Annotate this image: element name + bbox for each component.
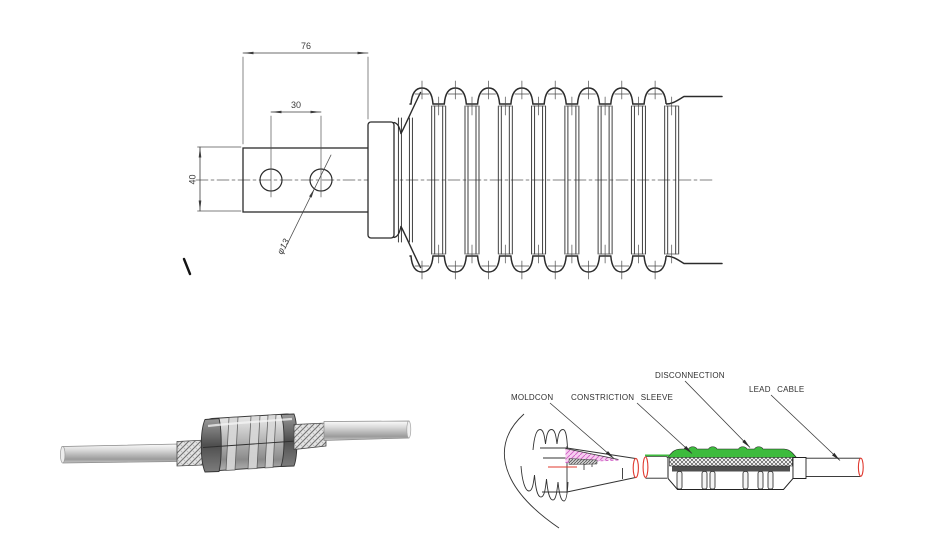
dim-lug-height: 40 bbox=[188, 146, 242, 212]
sleeve-dark-band bbox=[672, 466, 790, 472]
dim-hole-diameter: φ13 bbox=[275, 154, 332, 256]
sleeve-crosshatch-band bbox=[669, 456, 793, 467]
cone-profile bbox=[400, 91, 422, 269]
barrel-right-collar bbox=[280, 413, 298, 467]
barrel-highlight bbox=[207, 417, 293, 428]
right-braid-3d bbox=[293, 422, 327, 450]
lead-cable-red-tip bbox=[857, 457, 864, 477]
leader-lines bbox=[549, 380, 841, 461]
label-moldcon: MOLDCON bbox=[511, 393, 553, 402]
cable-joint-labeled-diagram: MOLDCON CONSTRICTION SLEEVE DISCONNECTIO… bbox=[503, 371, 864, 529]
cable-stub-lines bbox=[645, 455, 667, 479]
stub-red-ring bbox=[642, 456, 649, 478]
barrel-seam bbox=[202, 440, 297, 448]
left-cable-3d bbox=[61, 443, 180, 464]
head-outer-arc bbox=[503, 413, 560, 529]
disconnection-leader bbox=[684, 380, 751, 448]
cable-joint-3d-render bbox=[60, 413, 412, 473]
termination-drawing: 76 30 40 φ13 bbox=[182, 41, 723, 280]
dim-overall-length-text: 76 bbox=[301, 41, 311, 51]
label-disconnection: DISCONNECTION bbox=[655, 371, 725, 380]
lead-cable-leader bbox=[770, 394, 841, 461]
bellows bbox=[397, 80, 723, 280]
stress-hatch-strip bbox=[568, 458, 598, 465]
head-top-sheds bbox=[532, 429, 568, 451]
termination-head bbox=[503, 413, 636, 529]
barrel-band-2 bbox=[247, 415, 261, 470]
lead-cable-lines bbox=[806, 457, 861, 477]
barrel-band-3 bbox=[264, 414, 277, 469]
moldcon-leader bbox=[549, 402, 615, 459]
label-lead-cable: LEAD CABLE bbox=[749, 385, 804, 394]
flange bbox=[367, 121, 395, 239]
stray-mark bbox=[182, 257, 192, 276]
left-cable-end-cap bbox=[60, 446, 66, 464]
right-cable-3d bbox=[323, 420, 410, 441]
head-cone bbox=[566, 447, 636, 493]
sleeve-collar bbox=[792, 457, 807, 479]
barrel-band-1 bbox=[225, 416, 239, 471]
joint-sleeve bbox=[645, 446, 807, 490]
green-right-edge bbox=[784, 450, 794, 458]
dim-hole-diameter-text: φ13 bbox=[275, 237, 291, 256]
dim-overall-length: 76 bbox=[242, 41, 369, 145]
hole-crosshairs bbox=[270, 115, 322, 198]
head-body-lines bbox=[540, 446, 568, 493]
head-lower-sheds bbox=[520, 465, 569, 502]
barrel-left-collar bbox=[200, 418, 222, 473]
constriction-sleeve-leader bbox=[636, 402, 693, 454]
right-cable-end-cap bbox=[406, 420, 412, 439]
dim-hole-spacing-text: 30 bbox=[291, 100, 301, 110]
dim-hole-spacing: 30 bbox=[270, 100, 322, 114]
cone-tip-red-ring bbox=[632, 457, 639, 479]
label-constriction-sleeve: CONSTRICTION SLEEVE bbox=[571, 393, 673, 402]
dim-lug-height-text: 40 bbox=[188, 174, 198, 184]
